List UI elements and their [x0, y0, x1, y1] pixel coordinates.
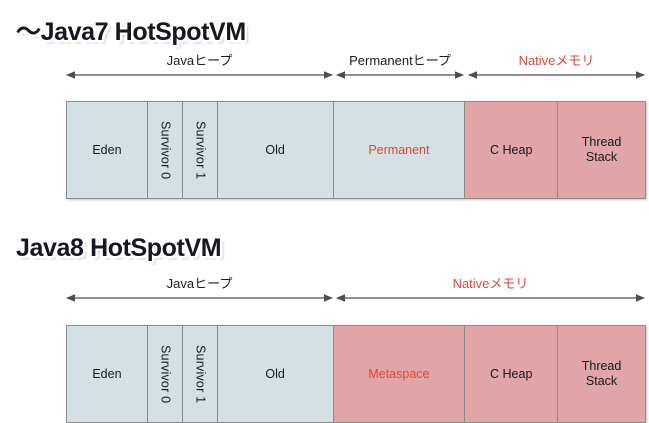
segment-label: Permanent	[368, 142, 430, 157]
double-arrow-icon	[66, 294, 333, 302]
segment-label: Eden	[92, 142, 122, 157]
arrow-java8-1: Nativeメモリ	[336, 276, 645, 312]
memory-segment-old: Old	[217, 102, 334, 198]
memory-segment-survivor-0: Survivor 0	[147, 326, 183, 422]
page-title-java8: Java8 HotSpotVM	[16, 234, 222, 262]
double-arrow-icon	[468, 71, 645, 79]
segment-label: Survivor 0	[158, 120, 173, 180]
segment-label: C Heap	[490, 142, 533, 157]
memory-bar-java8: Eden Survivor 0 Survivor 1 Old Metaspace C He…	[66, 325, 646, 423]
memory-segment-survivor-1: Survivor 1	[182, 102, 218, 198]
memory-segment-old: Old	[217, 326, 334, 422]
arrow-label: Javaヒープ	[166, 53, 233, 68]
arrow-java7-1: Permanentヒープ	[336, 53, 464, 89]
memory-bar-java7: Eden Survivor 0 Survivor 1 Old Permanent C He…	[66, 101, 646, 199]
arrow-label: Javaヒープ	[166, 276, 233, 291]
segment-label: Eden	[92, 366, 122, 381]
arrow-java7-2: Nativeメモリ	[468, 53, 645, 89]
memory-segment-eden: Eden	[67, 326, 148, 422]
arrow-band-java8: Javaヒープ Nativeメモリ	[0, 276, 649, 312]
segment-label: Old	[265, 142, 285, 157]
arrow-java8-0: Javaヒープ	[66, 276, 333, 312]
segment-label: Old	[265, 366, 285, 381]
arrow-java7-0: Javaヒープ	[66, 53, 333, 89]
double-arrow-icon	[66, 71, 333, 79]
double-arrow-icon	[336, 71, 464, 79]
memory-segment-c-heap: C Heap	[465, 102, 559, 198]
arrow-label: Nativeメモリ	[452, 276, 529, 291]
segment-label: C Heap	[490, 366, 533, 381]
arrow-label: Nativeメモリ	[518, 53, 595, 68]
memory-segment-permanent: Permanent	[333, 102, 466, 198]
arrow-band-java7: Javaヒープ Permanentヒープ Nativeメモリ	[0, 53, 649, 89]
double-arrow-icon	[336, 294, 645, 302]
memory-segment-survivor-1: Survivor 1	[182, 326, 218, 422]
segment-label: Metaspace	[368, 366, 430, 381]
segment-label: Thread Stack	[581, 135, 622, 164]
memory-segment-metaspace: Metaspace	[333, 326, 466, 422]
segment-label: Survivor 1	[193, 344, 208, 404]
memory-segment-c-heap: C Heap	[465, 326, 559, 422]
segment-label: Thread Stack	[581, 359, 622, 388]
diagram-java8: Java8 HotSpotVM Javaヒープ Nativeメモリ Eden Sur…	[0, 228, 649, 423]
memory-segment-eden: Eden	[67, 102, 148, 198]
segment-label: Survivor 1	[193, 120, 208, 180]
memory-segment-thread-stack: Thread Stack	[558, 326, 645, 422]
page-title-java7: 〜Java7 HotSpotVM	[16, 18, 246, 46]
diagram-java7: 〜Java7 HotSpotVM Javaヒープ Permanentヒープ Nati…	[0, 0, 649, 210]
memory-segment-survivor-0: Survivor 0	[147, 102, 183, 198]
segment-label: Survivor 0	[158, 344, 173, 404]
memory-segment-thread-stack: Thread Stack	[558, 102, 645, 198]
arrow-label: Permanentヒープ	[349, 53, 451, 68]
